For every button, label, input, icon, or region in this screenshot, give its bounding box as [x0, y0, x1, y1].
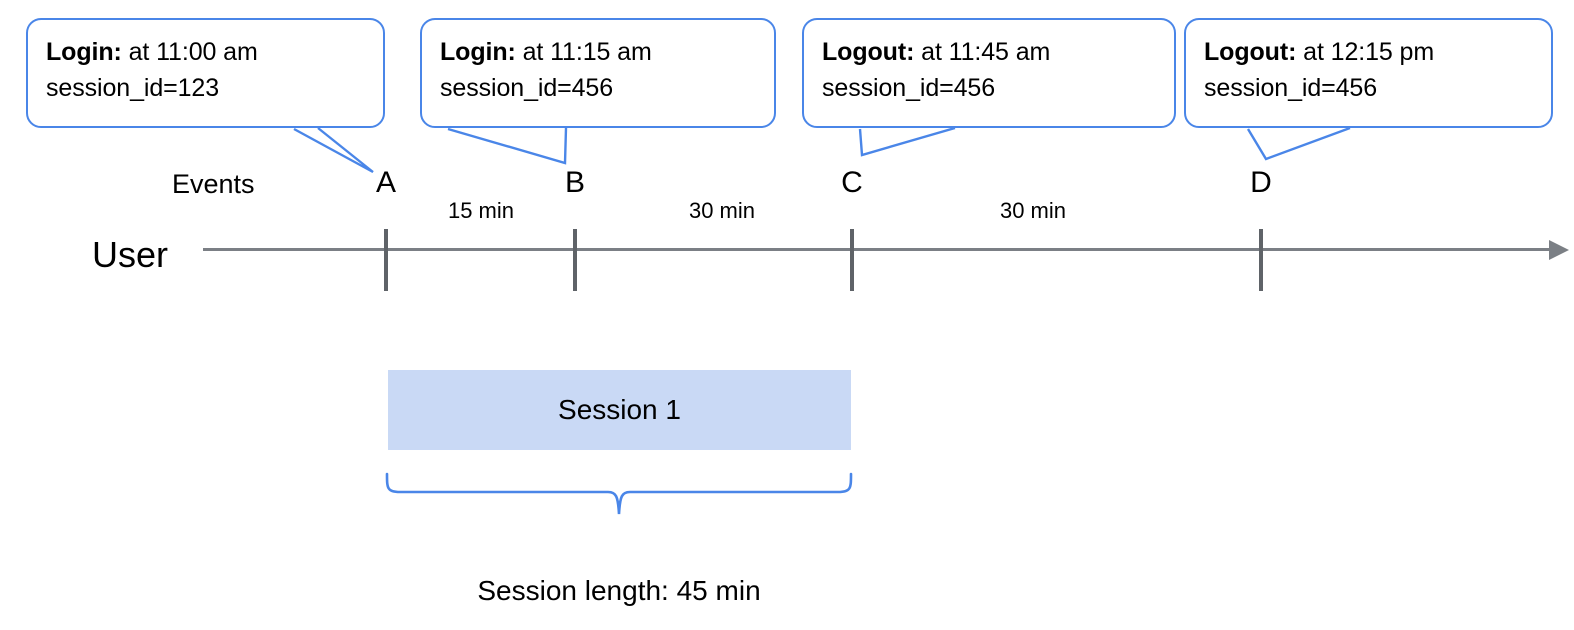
callout-b-line1: Login: at 11:15 am [440, 34, 756, 70]
event-marker-label-b: B [564, 166, 586, 199]
events-row-label: Events [172, 169, 255, 199]
callout-a-time: at 11:00 am [121, 38, 258, 66]
callout-a-event: Login: [46, 38, 122, 66]
callout-d-time: at 12:15 pm [1296, 38, 1435, 66]
event-tick-c [850, 229, 854, 291]
callout-c-event: Logout: [822, 38, 915, 66]
event-marker-label-a: A [375, 166, 397, 199]
callout-b-session: session_id=456 [440, 74, 614, 102]
timeline-axis [203, 248, 1555, 251]
event-tick-a [384, 229, 388, 291]
interval-label-bc: 30 min [688, 198, 756, 223]
callout-d-session: session_id=456 [1204, 74, 1378, 102]
callout-tail-d [1246, 126, 1351, 161]
event-tick-d [1259, 229, 1263, 291]
timeline-axis-arrow-icon [1549, 240, 1569, 260]
callout-a-line1: Login: at 11:00 am [46, 34, 365, 70]
session-span-brace [385, 472, 853, 515]
callout-bubble-a: Login: at 11:00 am session_id=123 [26, 18, 385, 128]
callout-bubble-d: Logout: at 12:15 pm session_id=456 [1184, 18, 1553, 128]
session-bar-label: Session 1 [558, 394, 681, 425]
session-length-caption: Session length: 45 min [477, 575, 761, 606]
user-row-label: User [92, 234, 169, 275]
interval-label-cd: 30 min [999, 198, 1067, 223]
event-tick-b [573, 229, 577, 291]
interval-label-ab: 15 min [447, 198, 515, 223]
event-marker-label-d: D [1250, 166, 1272, 199]
session-bar: Session 1 [388, 370, 851, 450]
callout-c-session: session_id=456 [822, 74, 996, 102]
callout-d-line1: Logout: at 12:15 pm [1204, 34, 1533, 70]
callout-c-time: at 11:45 am [914, 38, 1051, 66]
callout-bubble-c: Logout: at 11:45 am session_id=456 [802, 18, 1176, 128]
callout-b-event: Login: [440, 38, 516, 66]
callout-bubble-b: Login: at 11:15 am session_id=456 [420, 18, 776, 128]
callout-a-session: session_id=123 [46, 74, 220, 102]
callout-b-time: at 11:15 am [515, 38, 652, 66]
callout-tail-c [858, 126, 956, 157]
event-marker-label-c: C [841, 166, 863, 199]
callout-c-line1: Logout: at 11:45 am [822, 34, 1156, 70]
callout-tail-b [447, 127, 568, 165]
callout-tail-a [293, 127, 374, 174]
callout-d-event: Logout: [1204, 38, 1297, 66]
